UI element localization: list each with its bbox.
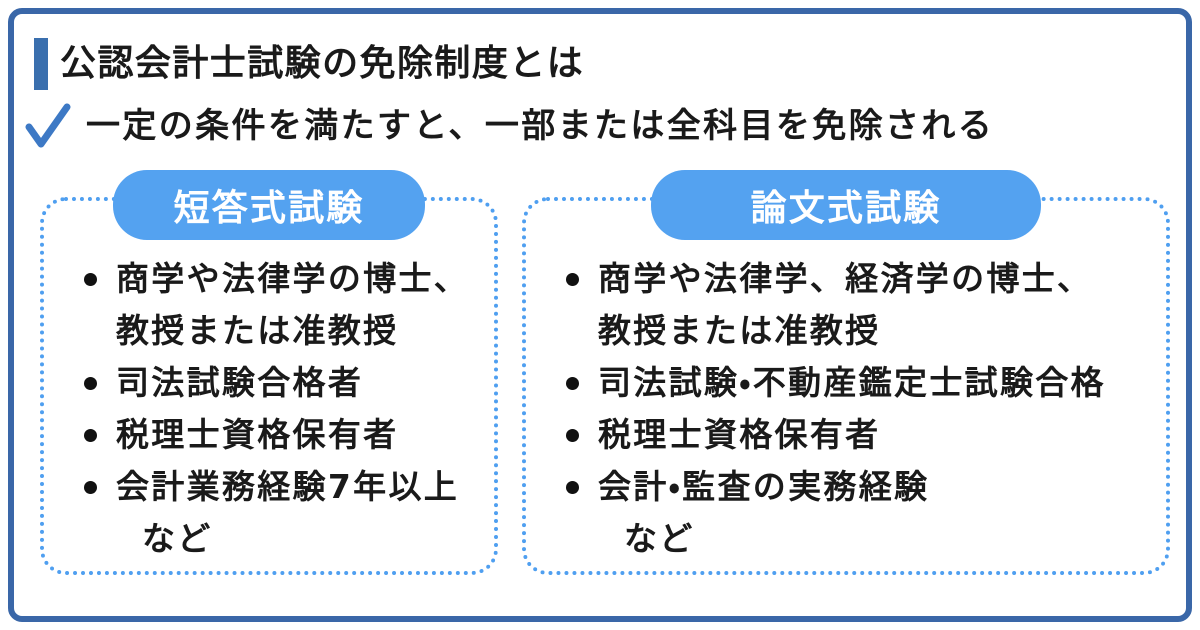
bullet-dot-icon bbox=[84, 273, 97, 286]
card-content: 商学や法律学、経済学の博士、 教授または准教授 司法試験・不動産鑑定士試験合格 … bbox=[526, 201, 1166, 565]
item-line: 司法試験合格者 bbox=[116, 363, 364, 402]
infographic-frame: 公認会計士試験の免除制度とは 一定の条件を満たすと、一部または全科目を免除される… bbox=[8, 8, 1192, 622]
list-item: 司法試験・不動産鑑定士試験合格 bbox=[554, 357, 1152, 409]
item-line: 商学や法律学の博士、 bbox=[116, 259, 470, 298]
more-label: など bbox=[142, 519, 213, 558]
cards-row: 短答式試験 商学や法律学の博士、 教授または准教授 司法試験合格者 bbox=[14, 170, 1186, 575]
bullet-dot-icon bbox=[84, 377, 97, 390]
item-line: 教授または准教授 bbox=[598, 311, 881, 350]
bullet-dot-icon bbox=[84, 429, 97, 442]
card-header-pill: 論文式試験 bbox=[651, 170, 1041, 240]
item-line: 会計・監査の実務経験 bbox=[598, 467, 930, 506]
bullet-dot-icon bbox=[566, 429, 579, 442]
list-item: 税理士資格保有者 bbox=[554, 409, 1152, 461]
card-short-answer-exam: 短答式試験 商学や法律学の博士、 教授または准教授 司法試験合格者 bbox=[40, 170, 498, 575]
list-item: 司法試験合格者 bbox=[72, 357, 480, 409]
item-line: 税理士資格保有者 bbox=[116, 415, 399, 454]
list-item: 税理士資格保有者 bbox=[72, 409, 480, 461]
list-item: 商学や法律学の博士、 教授または准教授 bbox=[72, 253, 480, 357]
item-line: 教授または准教授 bbox=[116, 311, 399, 350]
list-item: 会計業務経験7年以上 bbox=[72, 461, 480, 513]
bullet-dot-icon bbox=[566, 481, 579, 494]
checkmark-icon bbox=[25, 103, 71, 148]
title-marker-bar-icon bbox=[34, 38, 48, 90]
item-line: 会計業務経験7年以上 bbox=[116, 467, 460, 506]
card-content: 商学や法律学の博士、 教授または准教授 司法試験合格者 税理士資格保有者 bbox=[44, 201, 494, 565]
bullet-dot-icon bbox=[84, 481, 97, 494]
exemption-list: 商学や法律学、経済学の博士、 教授または准教授 司法試験・不動産鑑定士試験合格 … bbox=[554, 253, 1152, 513]
item-line: 税理士資格保有者 bbox=[598, 415, 881, 454]
exemption-list: 商学や法律学の博士、 教授または准教授 司法試験合格者 税理士資格保有者 bbox=[72, 253, 480, 513]
bullet-dot-icon bbox=[566, 273, 579, 286]
list-item: 会計・監査の実務経験 bbox=[554, 461, 1152, 513]
title-row: 公認会計士試験の免除制度とは bbox=[34, 38, 1186, 90]
bullet-dot-icon bbox=[566, 377, 579, 390]
item-line: 司法試験・不動産鑑定士試験合格 bbox=[598, 363, 1106, 402]
more-label: など bbox=[624, 519, 695, 558]
list-item: 商学や法律学、経済学の博士、 教授または准教授 bbox=[554, 253, 1152, 357]
subtitle-row: 一定の条件を満たすと、一部または全科目を免除される bbox=[24, 100, 1186, 152]
page-title: 公認会計士試験の免除制度とは bbox=[60, 43, 585, 85]
subtitle-text: 一定の条件を満たすと、一部または全科目を免除される bbox=[86, 105, 995, 146]
item-line: 商学や法律学、経済学の博士、 bbox=[598, 259, 1093, 298]
card-header-pill: 短答式試験 bbox=[113, 170, 425, 240]
card-essay-exam: 論文式試験 商学や法律学、経済学の博士、 教授または准教授 司法試験・不動産鑑定… bbox=[522, 170, 1170, 575]
